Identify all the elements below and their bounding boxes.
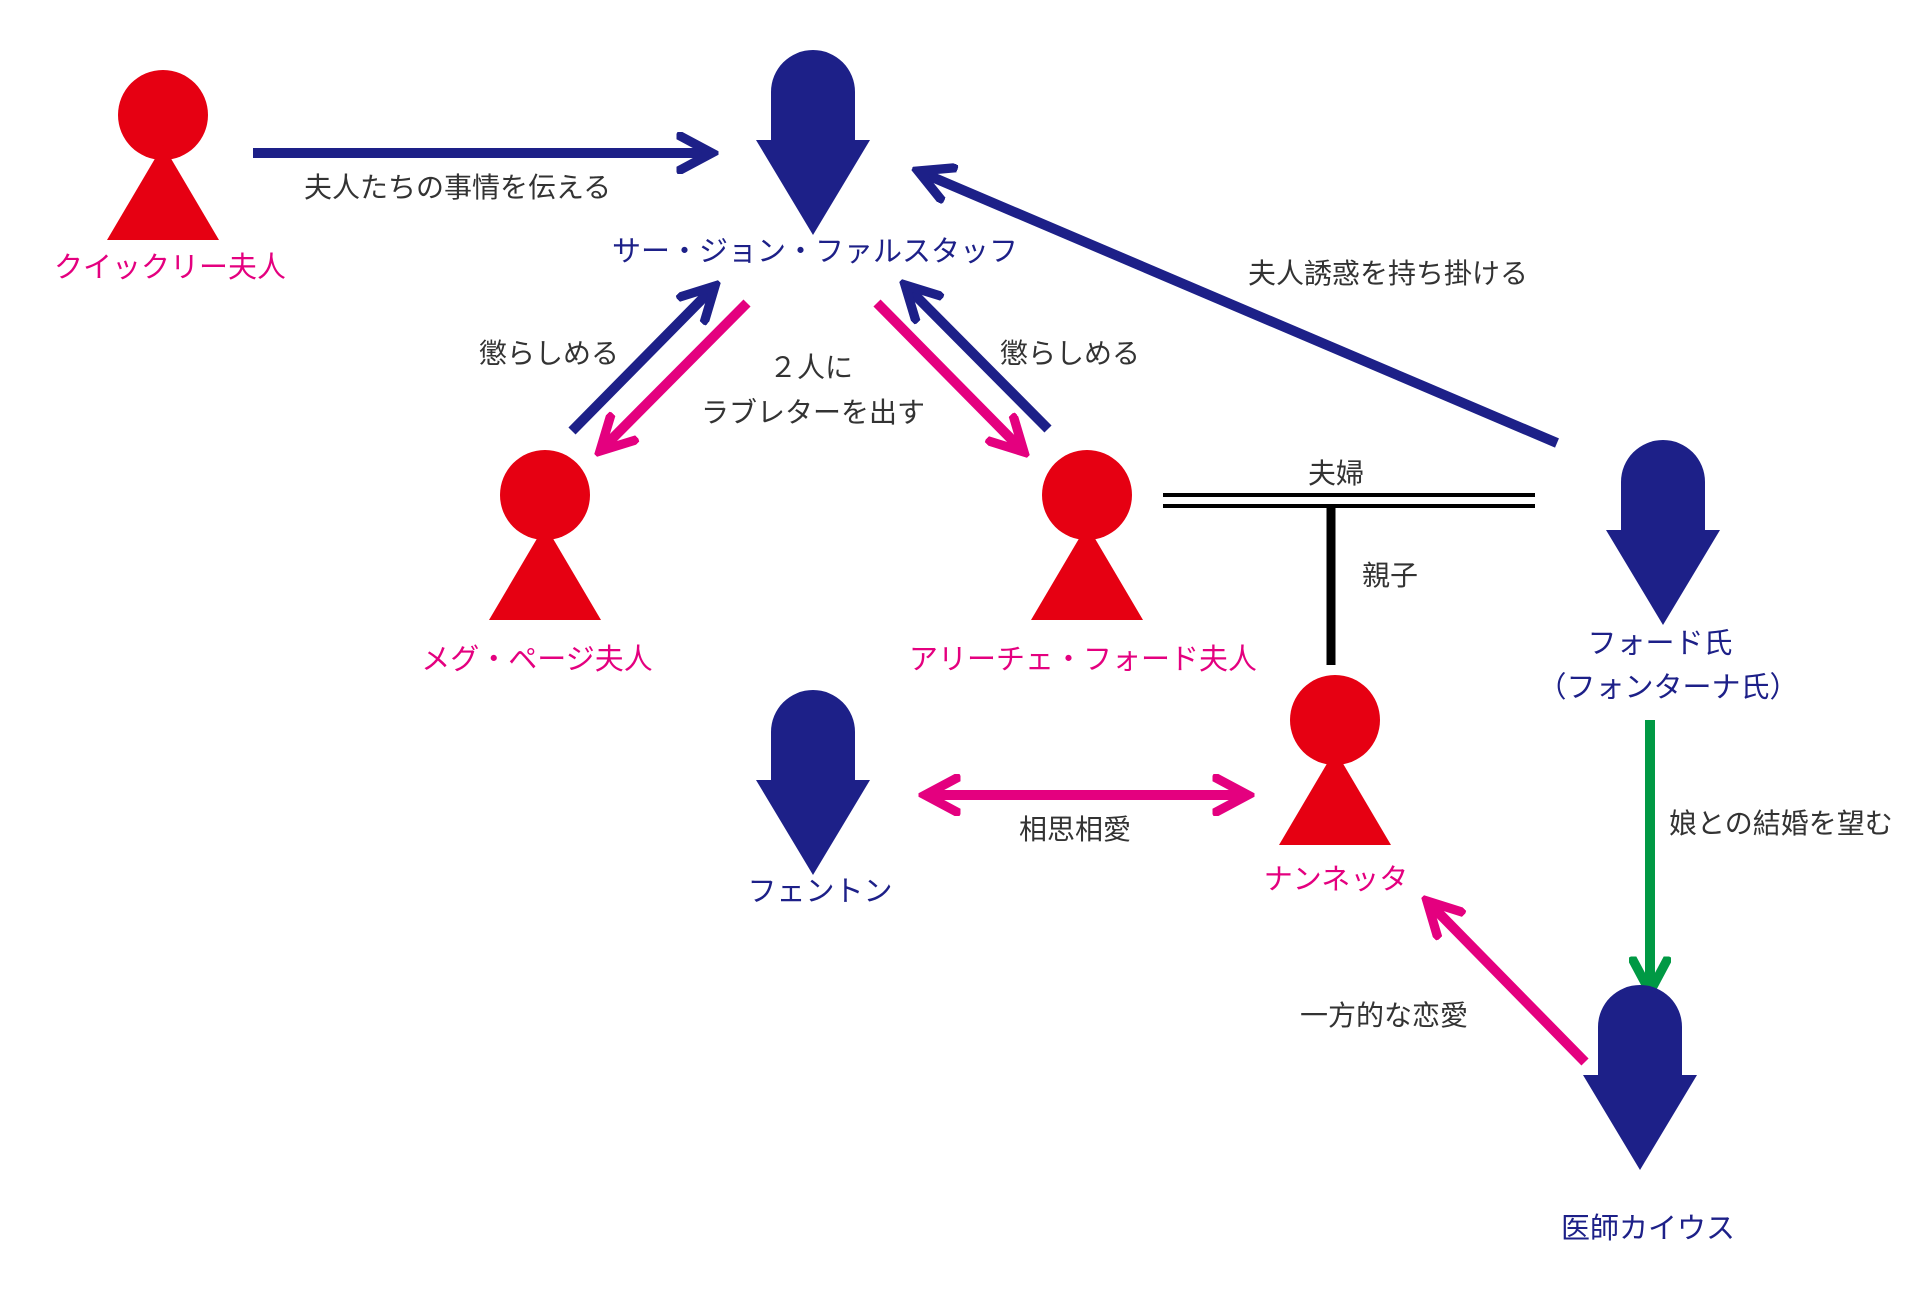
rel-wants-marriage: 娘との結婚を望む — [1669, 807, 1893, 840]
arrow-alice-to-falstaff — [905, 285, 1052, 433]
rel-parent-child: 親子 — [1362, 559, 1419, 592]
rel-ford-falstaff: 夫人誘惑を持ち掛ける — [1248, 257, 1529, 290]
arrow-falstaff-to-alice — [873, 299, 1024, 452]
label-ford-sub: （フォンターナ氏） — [1537, 670, 1799, 704]
rel-one-sided-love: 一方的な恋愛 — [1300, 999, 1469, 1032]
rel-love-letter-1: ２人に — [768, 351, 854, 384]
label-falstaff: サー・ジョン・ファルスタッフ — [611, 234, 1019, 268]
label-nannetta: ナンネッタ — [1263, 862, 1409, 896]
label-meg: メグ・ページ夫人 — [421, 642, 653, 676]
arrow-caius-to-nannetta — [1427, 901, 1589, 1066]
label-alice: アリーチェ・フォード夫人 — [908, 642, 1258, 676]
label-caius: 医師カイウス — [1560, 1211, 1736, 1245]
figure-alice — [1031, 450, 1143, 620]
figure-quickly — [107, 70, 219, 240]
arrow-meg-to-falstaff — [568, 286, 715, 435]
arrow-falstaff-to-meg — [600, 299, 751, 451]
figure-meg — [489, 450, 601, 620]
rel-mutual-love: 相思相愛 — [1018, 813, 1132, 846]
married-line — [1163, 493, 1535, 508]
figure-nannetta — [1279, 675, 1391, 845]
rel-meg-punish: 懲らしめる — [479, 337, 620, 370]
rel-alice-punish: 懲らしめる — [1000, 337, 1141, 370]
label-fenton: フェントン — [747, 874, 893, 908]
figure-caius — [1583, 985, 1697, 1170]
label-quickly: クイックリー夫人 — [53, 250, 287, 284]
figure-falstaff — [756, 50, 870, 235]
label-ford: フォード氏 — [1587, 626, 1733, 660]
arrow-ford-to-falstaff — [918, 171, 1559, 448]
figure-fenton — [756, 690, 870, 875]
rel-married: 夫婦 — [1307, 457, 1365, 490]
rel-love-letter-2: ラブレターを出す — [700, 396, 926, 429]
rel-quickly-falstaff: 夫人たちの事情を伝える — [304, 171, 612, 204]
figure-ford — [1606, 440, 1720, 625]
